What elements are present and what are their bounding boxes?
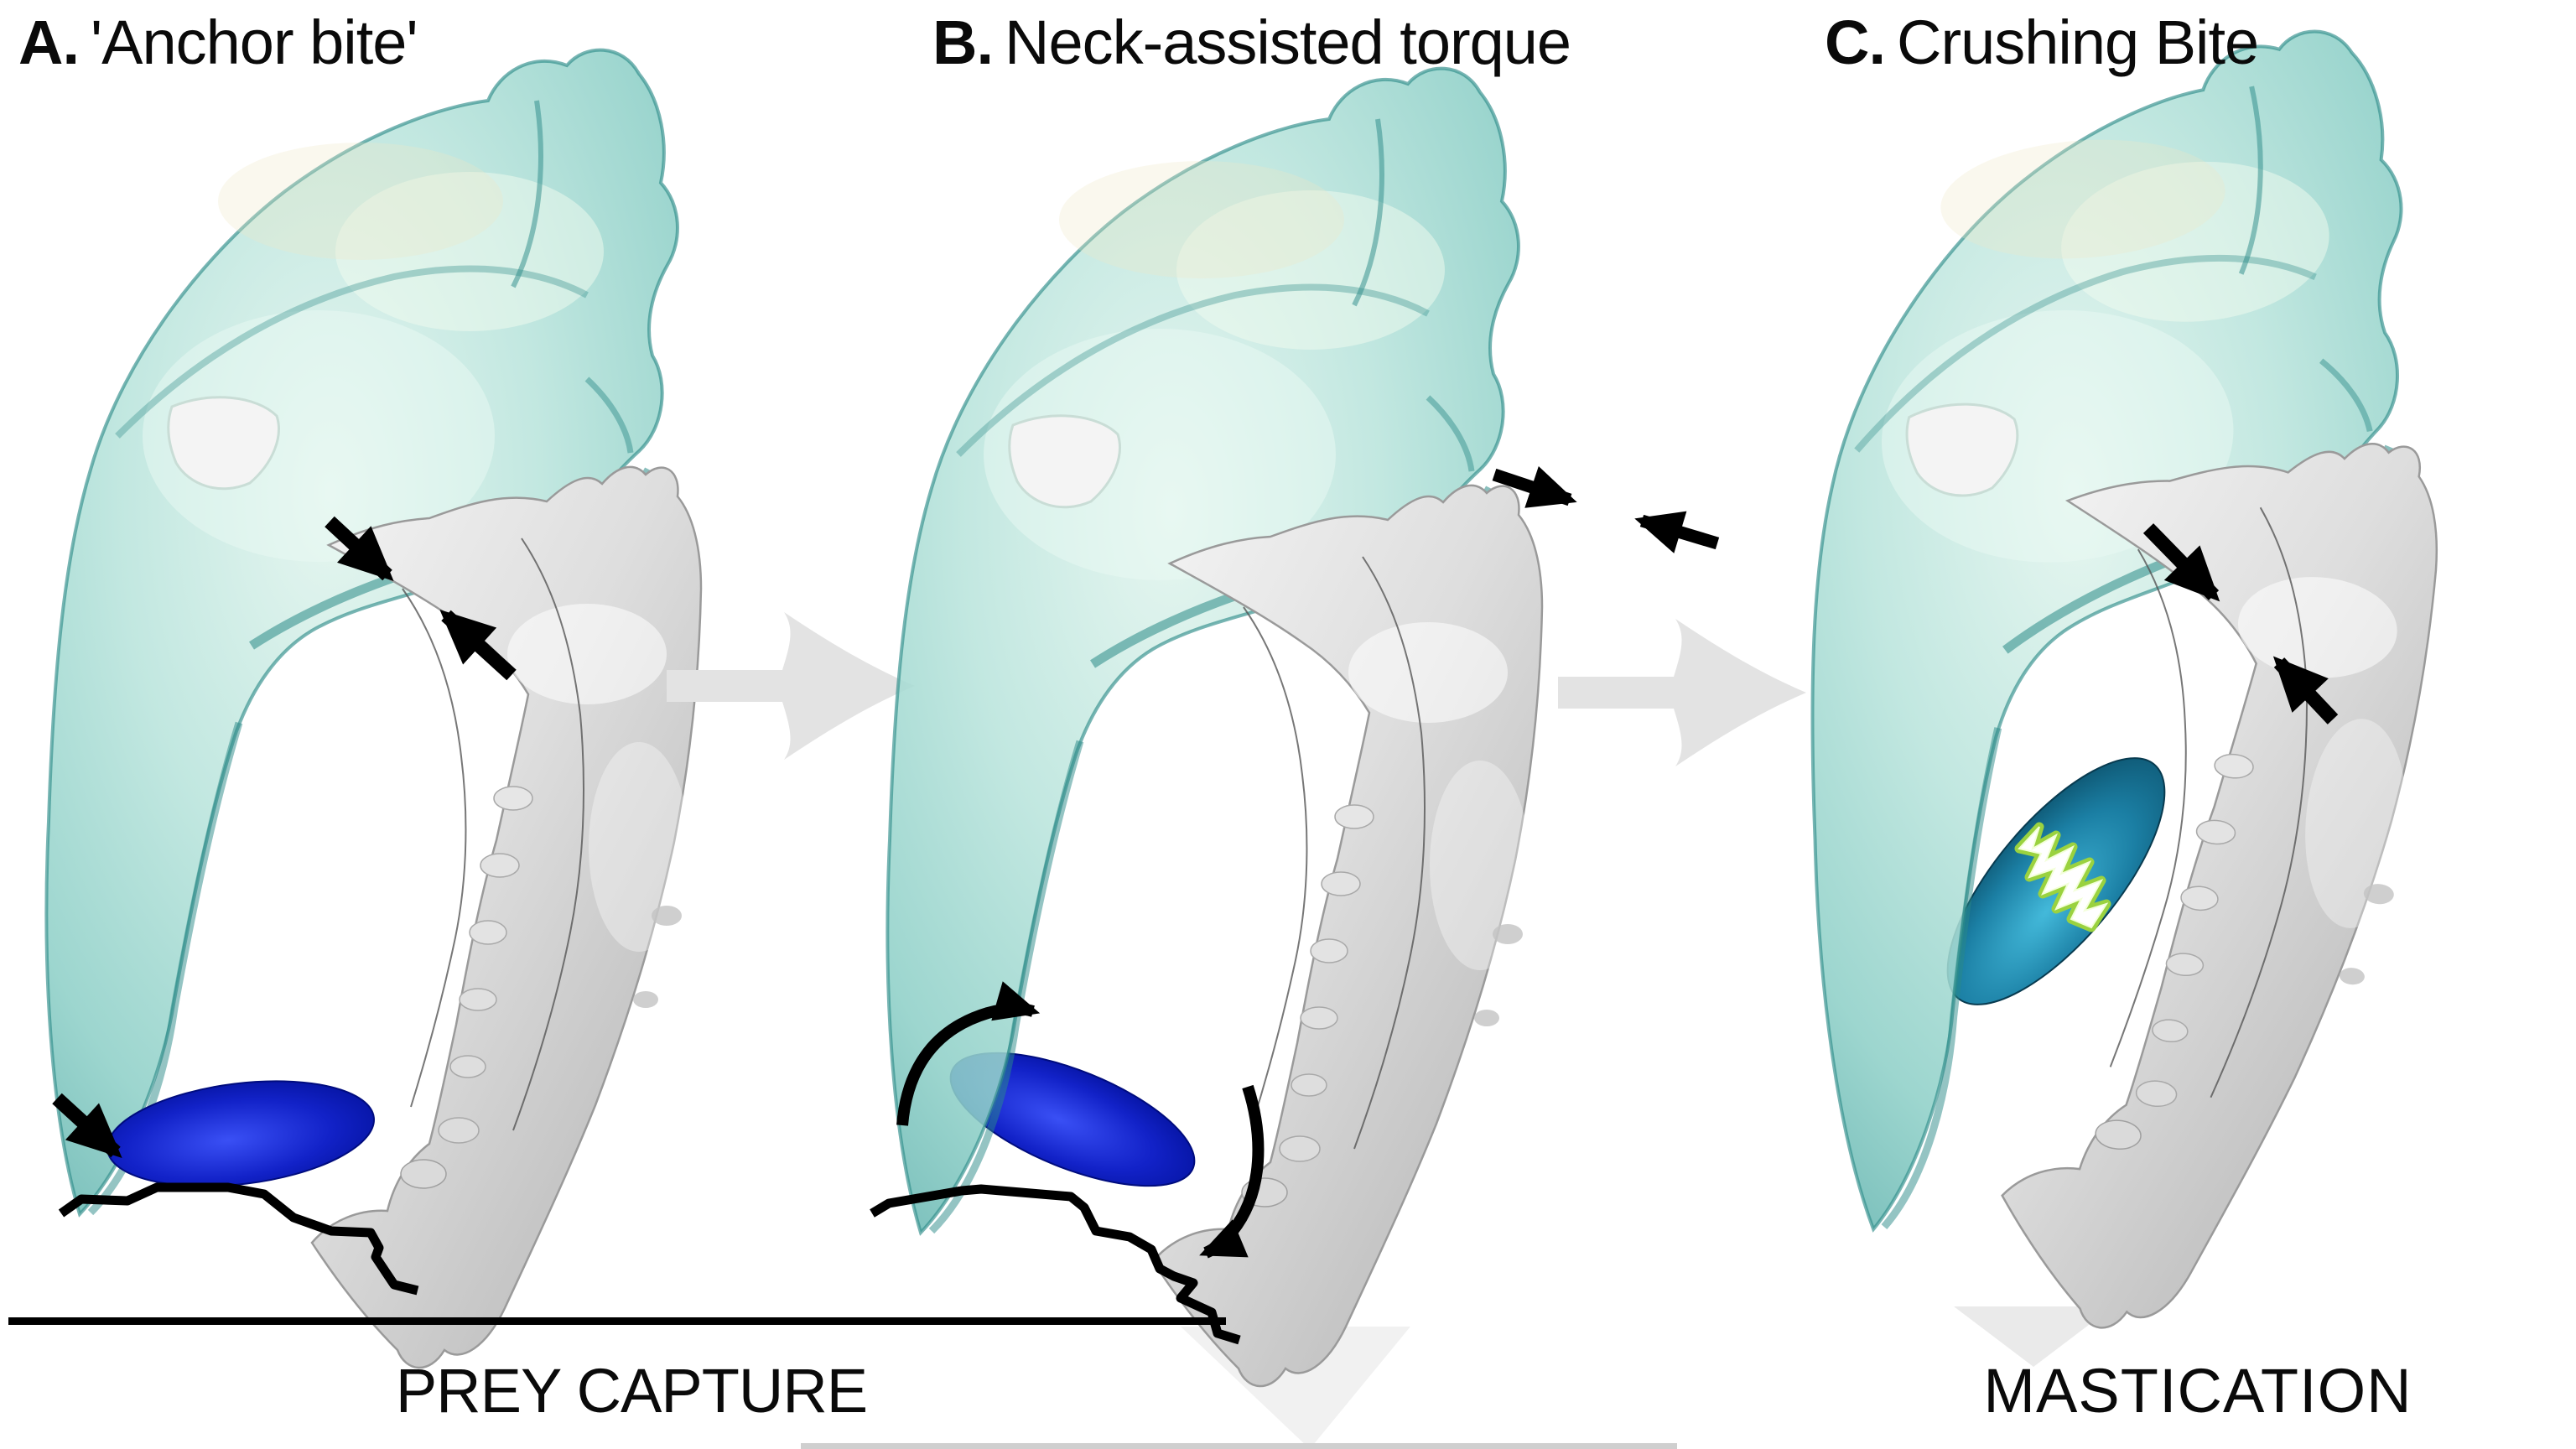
branch-line (58, 1182, 419, 1296)
rotation-arrow-jaw-tip (1199, 1084, 1265, 1259)
panel-a-label: A. (18, 8, 80, 77)
panel-b-label: B. (932, 8, 994, 77)
panel-c-title-text: Crushing Bite (1897, 8, 2259, 77)
neck-force-arrow-right (1634, 511, 1720, 553)
panel-c-title: C.Crushing Bite (1825, 8, 2259, 77)
bite-force-arrow-upper (2142, 523, 2220, 602)
neck-force-arrow-left (1492, 465, 1577, 508)
bottom-partial-bar (801, 1443, 1677, 1449)
bite-force-arrow-lower (439, 610, 517, 681)
bite-force-arrow-upper (325, 516, 394, 582)
panel-b-title-text: Neck-assisted torque (1005, 8, 1571, 77)
phase-label-mastication: MASTICATION (1983, 1356, 2412, 1426)
branch-line (870, 1184, 1241, 1345)
bite-force-arrow-lower (2272, 656, 2339, 724)
panel-c-label: C. (1825, 8, 1886, 77)
panel-c-artwork (1759, 26, 2470, 1348)
prey-capture-underline (8, 1317, 1226, 1325)
phase-label-prey-capture: PREY CAPTURE (395, 1356, 868, 1426)
panel-a-title: A.'Anchor bite' (18, 10, 418, 75)
prey-impact-arrow (52, 1093, 122, 1158)
panel-a-artwork (46, 50, 703, 1369)
panel-a-title-text: 'Anchor bite' (91, 8, 418, 77)
panel-b-artwork (870, 69, 1720, 1388)
panel-b-title: B.Neck-assisted torque (932, 10, 1571, 75)
rotation-arrow-snout (896, 981, 1041, 1126)
faint-down-arrow-artifact-2 (1954, 1306, 2113, 1367)
crack-icon (2014, 822, 2111, 932)
transition-arrow-b-to-c-icon (1558, 619, 1806, 766)
transition-arrow-a-to-b-icon (667, 612, 915, 760)
